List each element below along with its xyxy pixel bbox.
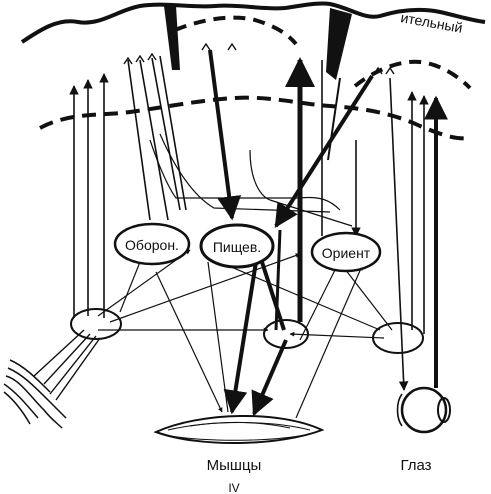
cortical-pathway-wedge-left	[164, 6, 180, 70]
ganglion-center	[263, 319, 309, 349]
node-defensive-label: Оборон.	[125, 237, 179, 253]
muscle-effector	[153, 415, 325, 444]
node-orienting	[310, 231, 382, 273]
food-center-pathways	[208, 49, 374, 417]
node-food	[199, 223, 275, 269]
cortex-dashed-boundary-right	[353, 59, 472, 90]
node-food-label: Пищев.	[213, 239, 261, 255]
ganglion-left	[70, 308, 122, 340]
fibers-right-group	[321, 60, 448, 391]
cortex-outline	[20, 1, 486, 44]
skin-receptor	[3, 359, 67, 429]
eye-effector	[396, 386, 451, 434]
eye-label: Глаз	[400, 457, 431, 474]
subcortex-dashed-boundary	[39, 95, 471, 141]
synapse-endings-top	[123, 42, 395, 75]
cross-connections	[97, 133, 393, 419]
node-orienting-label: Ориент	[322, 245, 371, 261]
node-defensive	[113, 222, 191, 266]
figure-number: IV	[228, 481, 239, 494]
muscle-label: Мышцы	[207, 457, 262, 474]
ganglion-right	[372, 322, 424, 354]
fibers-left-group	[69, 55, 187, 318]
cortex-dashed-boundary	[174, 15, 298, 46]
cortex-label: ительный	[399, 9, 463, 36]
cortical-pathway-wedge-right	[326, 8, 352, 80]
sensory-inputs-skin	[33, 329, 101, 401]
